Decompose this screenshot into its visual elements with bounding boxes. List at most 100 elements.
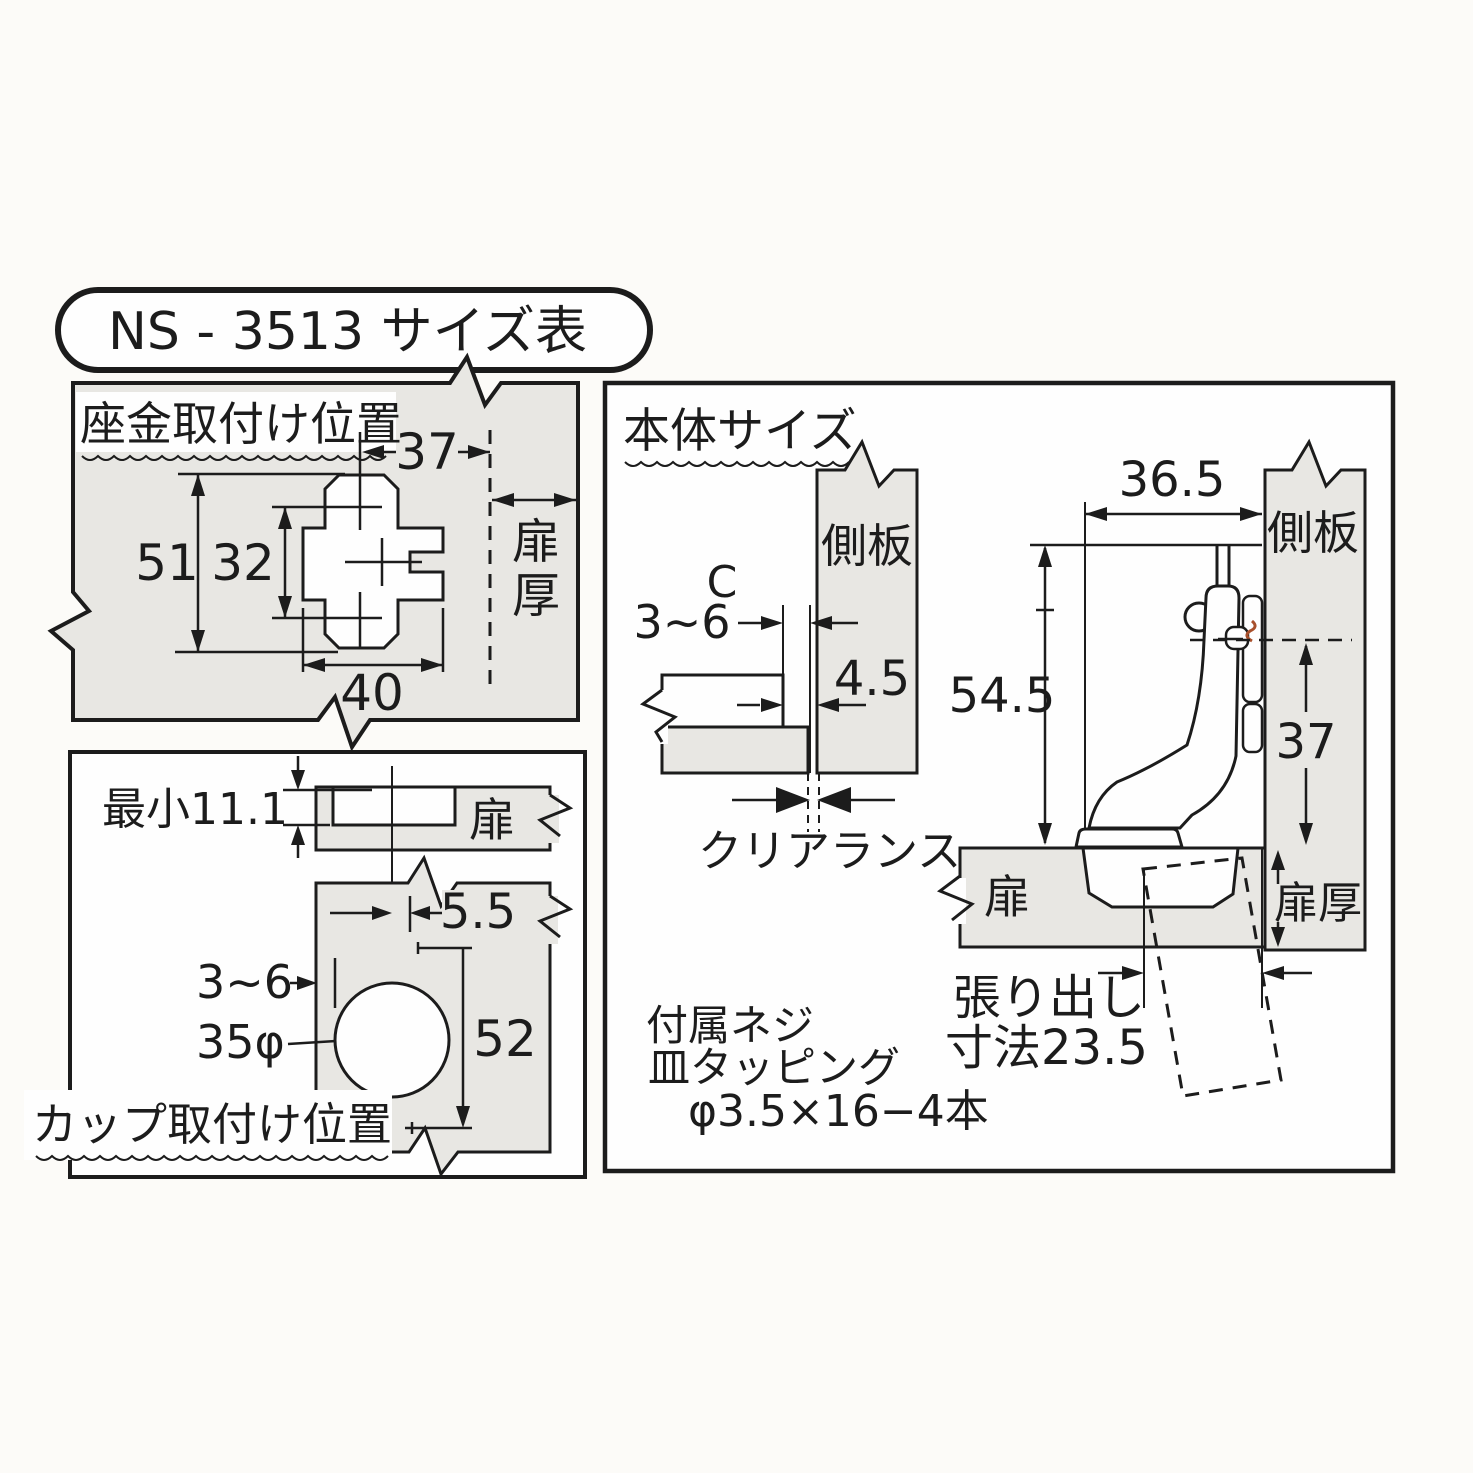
gap-dim-backdrop — [830, 656, 914, 702]
dim365-arrow-left — [1085, 507, 1107, 521]
dim-width-to-edge: 37 — [395, 423, 459, 481]
dim37-arrow-left — [362, 445, 384, 459]
side-board-right-label: 側板 — [1267, 506, 1359, 560]
door-thickness-arrow-right — [554, 493, 576, 507]
protrusion-label-line2: 寸法23.5 — [945, 1020, 1148, 1076]
dim52-lines — [405, 942, 472, 1134]
title-badge-outline — [55, 287, 653, 373]
edge-distance-arrow — [297, 976, 317, 990]
title-badge: NS - 3513 サイズ表 — [55, 287, 653, 373]
screw-note: 付属ネジ 皿タッピング φ3.5×16−4本 — [646, 1001, 989, 1137]
cup-title-underline — [35, 1154, 389, 1161]
dim-edge-distance: 3~6 — [196, 955, 293, 1009]
dim-cup-diameter: 35φ — [196, 1015, 285, 1069]
door-end-band — [660, 725, 810, 775]
screw-note-line2: 皿タッピング — [648, 1043, 900, 1092]
dim40-arrow-right — [421, 658, 443, 672]
dim40-arrow-left — [303, 658, 325, 672]
gap-arrow-left — [761, 698, 783, 712]
min-depth-arrow-top — [291, 770, 305, 790]
cup-recess — [331, 785, 457, 827]
door-thickness-right-arrow-bottom — [1271, 927, 1285, 947]
clearance-bowtie-left — [776, 787, 810, 813]
dim-total-height: 54.5 — [949, 668, 1056, 724]
cup-mounting-panel: 扉 最小11.1 5.5 52 3~6 35φ カップ取付け位置 — [24, 750, 587, 1179]
door-thickness-arrow-left — [492, 493, 514, 507]
door-face-break-zigzag — [537, 894, 574, 939]
overlay-symbol: C — [707, 557, 738, 608]
dim-plate-width: 40 — [340, 664, 404, 722]
clearance-label: クリアランス — [698, 826, 961, 877]
dim545-line — [1036, 548, 1054, 843]
dim37r-arrow-top — [1299, 643, 1313, 665]
door-label: 扉 — [469, 793, 515, 847]
dim-hole-pitch: 32 — [211, 534, 275, 592]
dim51-arrow-top — [191, 474, 205, 496]
body-title-underline — [624, 460, 850, 467]
dim365-arrow-right — [1240, 507, 1262, 521]
plate-title-backdrop — [76, 392, 396, 452]
dim55-arrow-right — [410, 906, 430, 920]
side-board-left — [815, 438, 919, 775]
hinge-side-view: 側板 扉 36.5 — [936, 438, 1367, 1098]
min-depth-lines — [283, 756, 372, 858]
cup-title-backdrop — [24, 1090, 392, 1160]
dim-mount-height: 37 — [1275, 714, 1336, 770]
screw-note-line3: φ3.5×16−4本 — [688, 1086, 989, 1137]
overlay-arrow-left — [761, 616, 783, 630]
dim32-arrow-top — [278, 507, 292, 529]
clearance-detail-view: 側板 C 3~6 4.5 クリアランス — [633, 438, 961, 877]
hinge-neck-lines — [1215, 545, 1231, 586]
dim-screw-pitch: 52 — [473, 1010, 537, 1068]
door-thickness-label-top: 扉 — [512, 514, 560, 570]
dim37-arrow-right — [468, 445, 490, 459]
dim-depth: 36.5 — [1119, 452, 1226, 508]
protrusion-label-line1: 張り出し — [953, 970, 1145, 1026]
door-break-zigzag — [537, 793, 574, 838]
hinge-mount-strip-upper — [1241, 594, 1264, 704]
body-panel-title: 本体サイズ — [623, 404, 857, 459]
dim32-arrow-bottom — [278, 596, 292, 618]
screw-note-line1: 付属ネジ — [646, 1001, 814, 1050]
door-end-break-zigzag — [639, 688, 678, 743]
door-bottom-break-zigzag — [936, 874, 975, 922]
protrusion-extension-lines — [1143, 848, 1263, 1008]
dim51-lines — [175, 472, 345, 654]
dim545-arrow-bottom — [1038, 823, 1052, 845]
dim-gap: 4.5 — [834, 651, 910, 707]
dim545-arrow-top — [1038, 545, 1052, 567]
cup-hole-circle — [333, 981, 451, 1099]
open-door-dashed-outline — [1141, 856, 1283, 1098]
cup-diameter-leader — [287, 1039, 337, 1046]
min-depth-arrow-bottom — [291, 825, 305, 845]
hinge-base-plate — [1074, 827, 1184, 849]
cup-panel-title: カップ取付け位置 — [32, 1098, 392, 1151]
dim37r-arrow-bottom — [1299, 823, 1313, 845]
scan-ink-mark — [1245, 619, 1257, 643]
overlay-range: 3~6 — [633, 595, 730, 649]
protrusion-arrow-left — [1122, 966, 1144, 980]
plate-title-underline — [81, 454, 387, 461]
door-end-break-mask — [650, 690, 668, 744]
dim51-arrow-bottom — [191, 630, 205, 652]
plate-panel-title: 座金取付け位置 — [80, 397, 402, 451]
hinge-mount-strip-lower — [1241, 702, 1264, 754]
side-board-left-label: 側板 — [821, 519, 913, 573]
dim-min-depth: 最小11.1 — [102, 784, 288, 835]
dim52-arrow — [456, 1106, 470, 1128]
dim55-backdrop — [442, 890, 516, 934]
dim55-arrow-left — [372, 906, 392, 920]
gap-arrow-right — [817, 698, 839, 712]
plate-centerlines — [272, 432, 422, 648]
clearance-bowtie-right — [817, 787, 851, 813]
door-thickness-right-arrow-top — [1271, 850, 1285, 870]
door-bottom-label: 扉 — [984, 870, 1030, 924]
door-thickness-right-label: 扉厚 — [1274, 878, 1362, 929]
hinge-cup-section — [1081, 846, 1240, 909]
clearance-dashed-lines — [807, 773, 820, 832]
sheet-title: NS - 3513 サイズ表 — [108, 302, 587, 362]
side-board-right — [1263, 438, 1367, 952]
plate-mounting-panel: 座金取付け位置 37 51 32 40 扉 厚 — [47, 352, 580, 752]
